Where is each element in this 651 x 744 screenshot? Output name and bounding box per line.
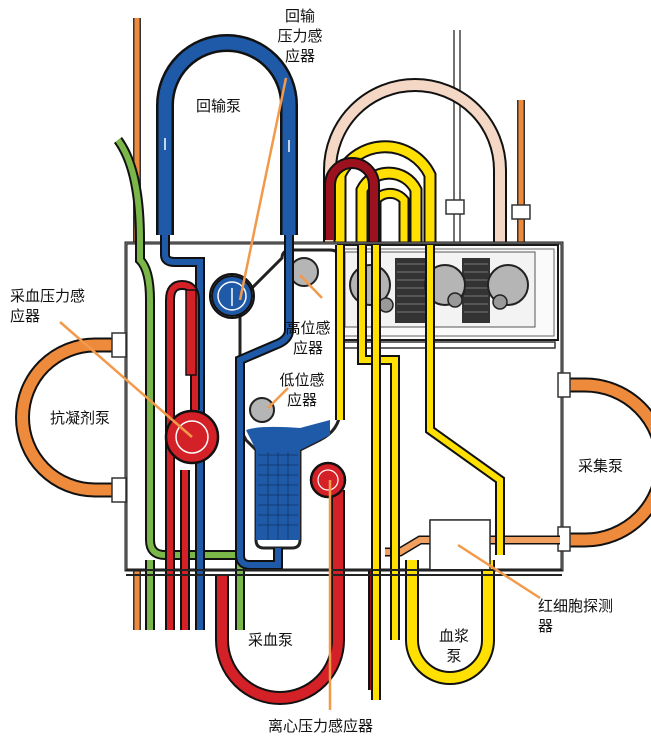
low-level-sensor-label: 低位感 应器 (274, 370, 330, 410)
high-level-sensor-line-1: 高位感 (285, 319, 331, 337)
anticoagulant-pump-label: 抗凝剂泵 (50, 409, 111, 427)
return-pressure-sensor-line-3: 应器 (284, 47, 315, 65)
draw-pump-loop (215, 490, 345, 705)
draw-pressure-sensor-line-2: 应器 (10, 307, 41, 325)
plasma-tubes-inner (335, 245, 505, 700)
rbc-detector-line-2: 器 (538, 617, 554, 635)
low-level-sensor-line-2: 应器 (286, 391, 317, 409)
return-pressure-sensor-line-2: 压力感 (277, 27, 323, 45)
return-pressure-sensor-line-1: 回输 (284, 7, 315, 25)
plasma-pump-loop (405, 519, 495, 685)
collection-pump-label: 采集泵 (578, 457, 624, 475)
draw-pressure-sensor-label: 采血压力感 应器 (10, 286, 85, 326)
high-level-sensor-line-2: 应器 (292, 339, 323, 357)
anticoagulant-tube (113, 137, 245, 630)
plasma-pump-line-2: 泵 (446, 647, 462, 665)
reservoir (238, 248, 342, 550)
draw-pump-label: 采血泵 (248, 631, 294, 649)
return-pressure-disk (209, 273, 255, 319)
draw-pressure-sensor-line-1: 采血压力感 (10, 287, 86, 305)
callouts (59, 77, 541, 710)
return-pump-loop (156, 34, 298, 235)
return-pressure-sensor-label: 回输 压力感 应器 (270, 6, 330, 66)
low-level-sensor-line-1: 低位感 (279, 371, 325, 389)
centrifuge-pressure-disk (309, 461, 347, 499)
anticoagulant-pump-loop (15, 332, 127, 503)
plasma-pump-line-1: 血浆 (438, 627, 469, 645)
return-pump-label: 回输泵 (196, 97, 242, 115)
rbc-detector-label: 红细胞探测 器 (538, 596, 613, 636)
plasma-pump-label: 血浆 泵 (434, 626, 474, 666)
dark-red-upper-loop (324, 157, 380, 690)
draw-tubes (165, 279, 227, 630)
peach-upper-loop (323, 78, 560, 392)
rbc-detector-line-1: 红细胞探测 (538, 597, 614, 615)
bottom-rail (126, 569, 562, 576)
centrifuge-pressure-sensor-label: 离心压力感应器 (268, 717, 374, 735)
high-level-sensor-label: 高位感 应器 (280, 318, 336, 358)
